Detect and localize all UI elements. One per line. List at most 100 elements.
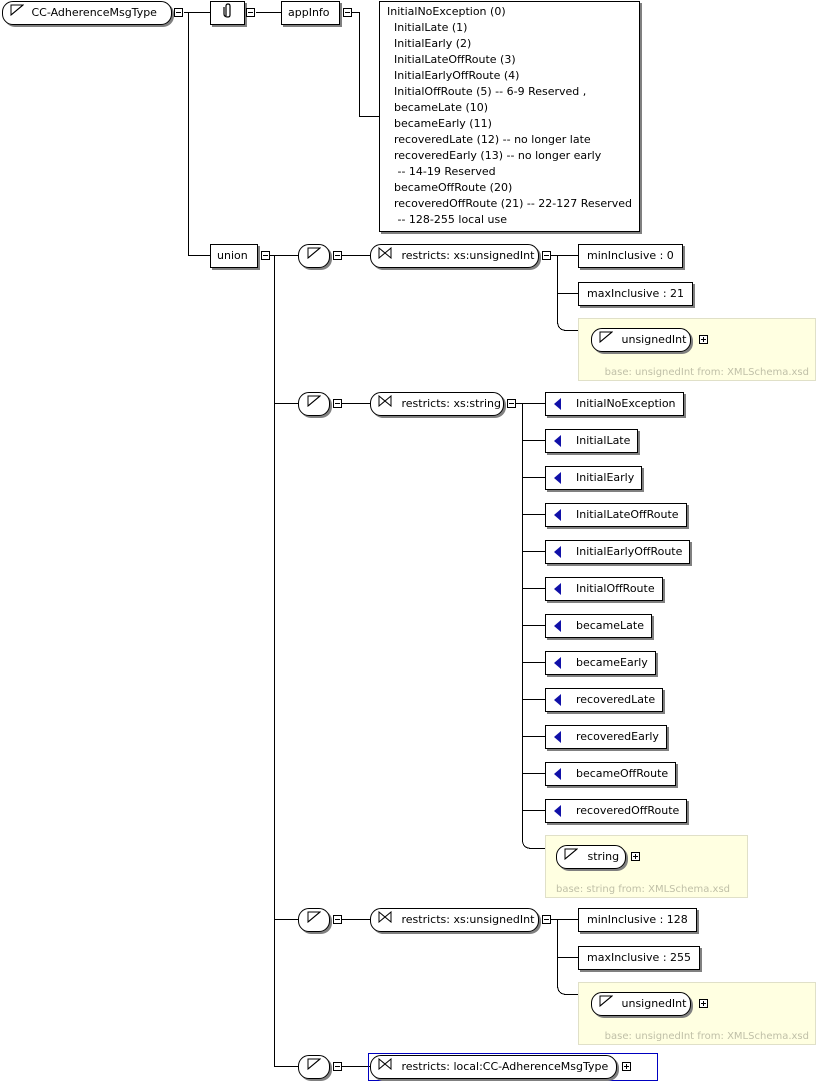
enumeration-icon bbox=[554, 657, 561, 669]
appinfo-node[interactable]: appInfo bbox=[281, 1, 340, 25]
enumeration-node[interactable]: InitialLateOffRoute bbox=[545, 503, 687, 527]
facet-min-inclusive[interactable]: minInclusive : 128 bbox=[578, 908, 697, 932]
base-type-note: unsignedInt base: unsignedInt from: XMLS… bbox=[578, 982, 816, 1045]
member-simple-type-4[interactable] bbox=[298, 1055, 330, 1079]
enumeration-icon bbox=[554, 805, 561, 817]
enumeration-node[interactable]: InitialEarlyOffRoute bbox=[545, 540, 691, 564]
union-node[interactable]: union bbox=[210, 244, 258, 268]
enumeration-icon bbox=[554, 435, 561, 447]
expand-icon[interactable] bbox=[622, 1062, 631, 1071]
doc-line: InitialNoException (0) bbox=[387, 5, 506, 18]
collapse-icon[interactable] bbox=[542, 915, 551, 924]
enumeration-node[interactable]: becameLate bbox=[545, 614, 652, 638]
member-simple-type-2[interactable] bbox=[298, 392, 330, 416]
member-simple-type-3[interactable] bbox=[298, 908, 330, 932]
enumeration-icon bbox=[554, 546, 561, 558]
root-simple-type[interactable]: CC-AdherenceMsgType bbox=[2, 1, 172, 25]
enumeration-node[interactable]: InitialEarly bbox=[545, 466, 643, 490]
base-type-node[interactable]: string bbox=[556, 845, 626, 869]
restriction-node-2[interactable]: restricts: xs:string bbox=[370, 392, 504, 416]
union-label: union bbox=[217, 249, 248, 262]
simple-type-icon bbox=[10, 2, 25, 24]
base-type-node[interactable]: unsignedInt bbox=[591, 328, 691, 352]
enumeration-node[interactable]: recoveredLate bbox=[545, 688, 664, 712]
enumeration-value: InitialEarly bbox=[576, 471, 635, 484]
enumeration-value: InitialOffRoute bbox=[576, 582, 655, 595]
doc-line: InitialOffRoute (5) -- 6-9 Reserved , bbox=[387, 85, 587, 98]
enumeration-icon bbox=[554, 620, 561, 632]
collapse-icon[interactable] bbox=[343, 8, 352, 17]
documentation-box: InitialNoException (0) InitialLate (1) I… bbox=[379, 1, 640, 232]
base-type-node[interactable]: unsignedInt bbox=[591, 992, 691, 1016]
enumeration-icon bbox=[554, 694, 561, 706]
facet-max-inclusive[interactable]: maxInclusive : 21 bbox=[578, 282, 694, 306]
enumeration-value: recoveredLate bbox=[576, 693, 656, 706]
simple-type-icon bbox=[599, 993, 614, 1015]
base-note-text: base: unsignedInt from: XMLSchema.xsd bbox=[604, 1031, 809, 1042]
restriction-node-3[interactable]: restricts: xs:unsignedInt bbox=[370, 908, 539, 932]
base-note-text: base: unsignedInt from: XMLSchema.xsd bbox=[604, 367, 809, 378]
collapse-icon[interactable] bbox=[174, 8, 183, 17]
doc-line: becameLate (10) bbox=[387, 101, 489, 114]
base-type-name: string bbox=[587, 850, 620, 863]
doc-line: recoveredEarly (13) -- no longer early bbox=[387, 149, 602, 162]
restriction-node-1[interactable]: restricts: xs:unsignedInt bbox=[370, 244, 539, 268]
doc-line: becameEarly (11) bbox=[387, 117, 492, 130]
member-simple-type-1[interactable] bbox=[298, 244, 330, 268]
enumeration-value: InitialLate bbox=[576, 434, 631, 447]
enumeration-value: becameEarly bbox=[576, 656, 648, 669]
root-type-name: CC-AdherenceMsgType bbox=[31, 6, 157, 19]
doc-line: -- 14-19 Reserved bbox=[387, 165, 496, 178]
enumeration-node[interactable]: InitialNoException bbox=[545, 392, 684, 416]
restriction-label: restricts: xs:unsignedInt bbox=[401, 913, 535, 926]
simple-type-icon bbox=[599, 329, 614, 351]
doc-line: recoveredOffRoute (21) -- 22-127 Reserve… bbox=[387, 197, 632, 210]
enumeration-value: becameLate bbox=[576, 619, 644, 632]
collapse-icon[interactable] bbox=[333, 1062, 342, 1071]
facet-min-inclusive[interactable]: minInclusive : 0 bbox=[578, 244, 683, 268]
enumeration-value: InitialEarlyOffRoute bbox=[576, 545, 683, 558]
collapse-icon[interactable] bbox=[261, 251, 270, 260]
selection-frame bbox=[368, 1053, 658, 1081]
restriction-icon bbox=[378, 1056, 392, 1078]
restriction-label: restricts: local:CC-AdherenceMsgType bbox=[401, 1060, 609, 1073]
enumeration-value: InitialNoException bbox=[576, 397, 676, 410]
base-type-note: string base: string from: XMLSchema.xsd bbox=[545, 835, 748, 898]
expand-icon[interactable] bbox=[699, 999, 708, 1008]
enumeration-node[interactable]: InitialOffRoute bbox=[545, 577, 663, 601]
simple-type-icon bbox=[307, 1056, 322, 1078]
collapse-icon[interactable] bbox=[333, 915, 342, 924]
enumeration-icon bbox=[554, 768, 561, 780]
collapse-icon[interactable] bbox=[333, 399, 342, 408]
restriction-node-4[interactable]: restricts: local:CC-AdherenceMsgType bbox=[370, 1055, 617, 1079]
doc-line: becameOffRoute (20) bbox=[387, 181, 513, 194]
restriction-icon bbox=[378, 393, 392, 415]
expand-icon[interactable] bbox=[699, 335, 708, 344]
enumeration-node[interactable]: becameEarly bbox=[545, 651, 656, 675]
doc-line: recoveredLate (12) -- no longer late bbox=[387, 133, 591, 146]
enumeration-icon bbox=[554, 509, 561, 521]
enumeration-icon bbox=[554, 731, 561, 743]
enumeration-node[interactable]: InitialLate bbox=[545, 429, 639, 453]
enumeration-node[interactable]: recoveredOffRoute bbox=[545, 799, 688, 823]
annotation-node[interactable] bbox=[210, 1, 245, 25]
doc-line: InitialLate (1) bbox=[387, 21, 468, 34]
enumeration-value: InitialLateOffRoute bbox=[576, 508, 679, 521]
enumeration-icon bbox=[554, 398, 561, 410]
collapse-icon[interactable] bbox=[333, 251, 342, 260]
enumeration-node[interactable]: becameOffRoute bbox=[545, 762, 677, 786]
collapse-icon[interactable] bbox=[507, 399, 516, 408]
enumeration-node[interactable]: recoveredEarly bbox=[545, 725, 667, 749]
simple-type-icon bbox=[307, 245, 322, 267]
expand-icon[interactable] bbox=[631, 852, 640, 861]
collapse-icon[interactable] bbox=[542, 251, 551, 260]
enumeration-value: becameOffRoute bbox=[576, 767, 669, 780]
doc-line: InitialEarlyOffRoute (4) bbox=[387, 69, 520, 82]
collapse-icon[interactable] bbox=[246, 8, 255, 17]
facet-max-inclusive[interactable]: maxInclusive : 255 bbox=[578, 946, 701, 970]
enumeration-icon bbox=[554, 472, 561, 484]
base-type-name: unsignedInt bbox=[621, 333, 687, 346]
simple-type-icon bbox=[307, 393, 322, 415]
